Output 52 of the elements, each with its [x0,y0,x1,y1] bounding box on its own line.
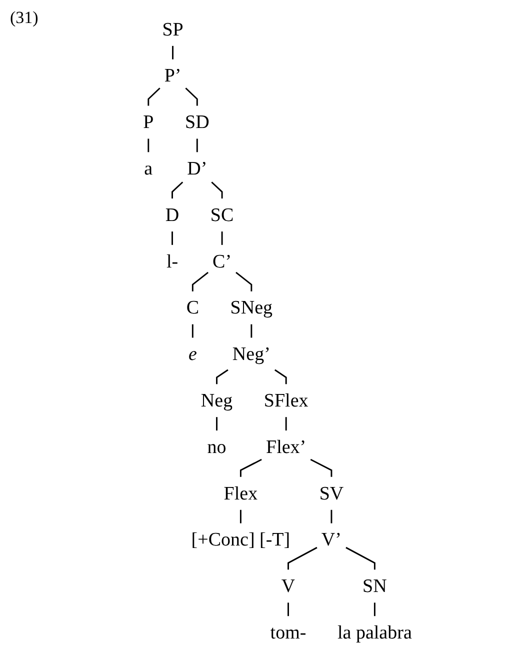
connector [148,138,150,152]
connector [216,369,228,384]
node-text: D [165,204,180,226]
node-text: no [207,436,226,458]
node-text: tom- [270,622,306,643]
node-text: Flex [224,482,258,504]
node-text: e [188,343,197,365]
connector [172,182,184,199]
connector [250,324,252,338]
connector [240,458,262,477]
node-text: Neg’ [232,343,270,365]
node-text: SFlex [264,390,308,411]
node-text: SC [210,204,234,226]
node-text: P’ [164,64,182,86]
connector [285,417,287,430]
connector [240,510,242,524]
node-text: C [186,296,200,318]
node-text: SNeg [230,296,273,318]
node-text: l- [166,250,178,272]
connector [374,602,376,616]
node-text: SP [162,18,184,40]
node-text: Flex’ [266,436,306,458]
node-text: SV [319,482,344,504]
connector [216,417,218,430]
node-text: D’ [187,158,208,179]
connector [172,232,173,245]
node-text: P [143,111,154,133]
connector [310,458,332,477]
connector [274,369,287,384]
node-text: V’ [321,528,342,550]
node-text: la palabra [337,622,412,643]
connector [196,138,198,152]
connector [346,546,376,570]
node-text: SN [362,575,387,597]
connector [288,546,318,570]
connector [288,602,289,616]
node-text: V [281,575,296,597]
connector [192,324,194,338]
node-text: [+Conc] [-T] [191,528,290,550]
node-text: SD [185,111,210,133]
connector [148,88,160,106]
node-text: a [144,158,153,179]
node-text: C’ [212,250,232,272]
node-text: Neg [200,390,233,411]
connector [330,510,332,524]
connector [236,272,252,292]
connector [172,46,174,60]
example-number: (31) [10,8,38,28]
connector [221,232,223,245]
connector [185,88,198,106]
connector [192,272,209,292]
connector [211,182,223,199]
